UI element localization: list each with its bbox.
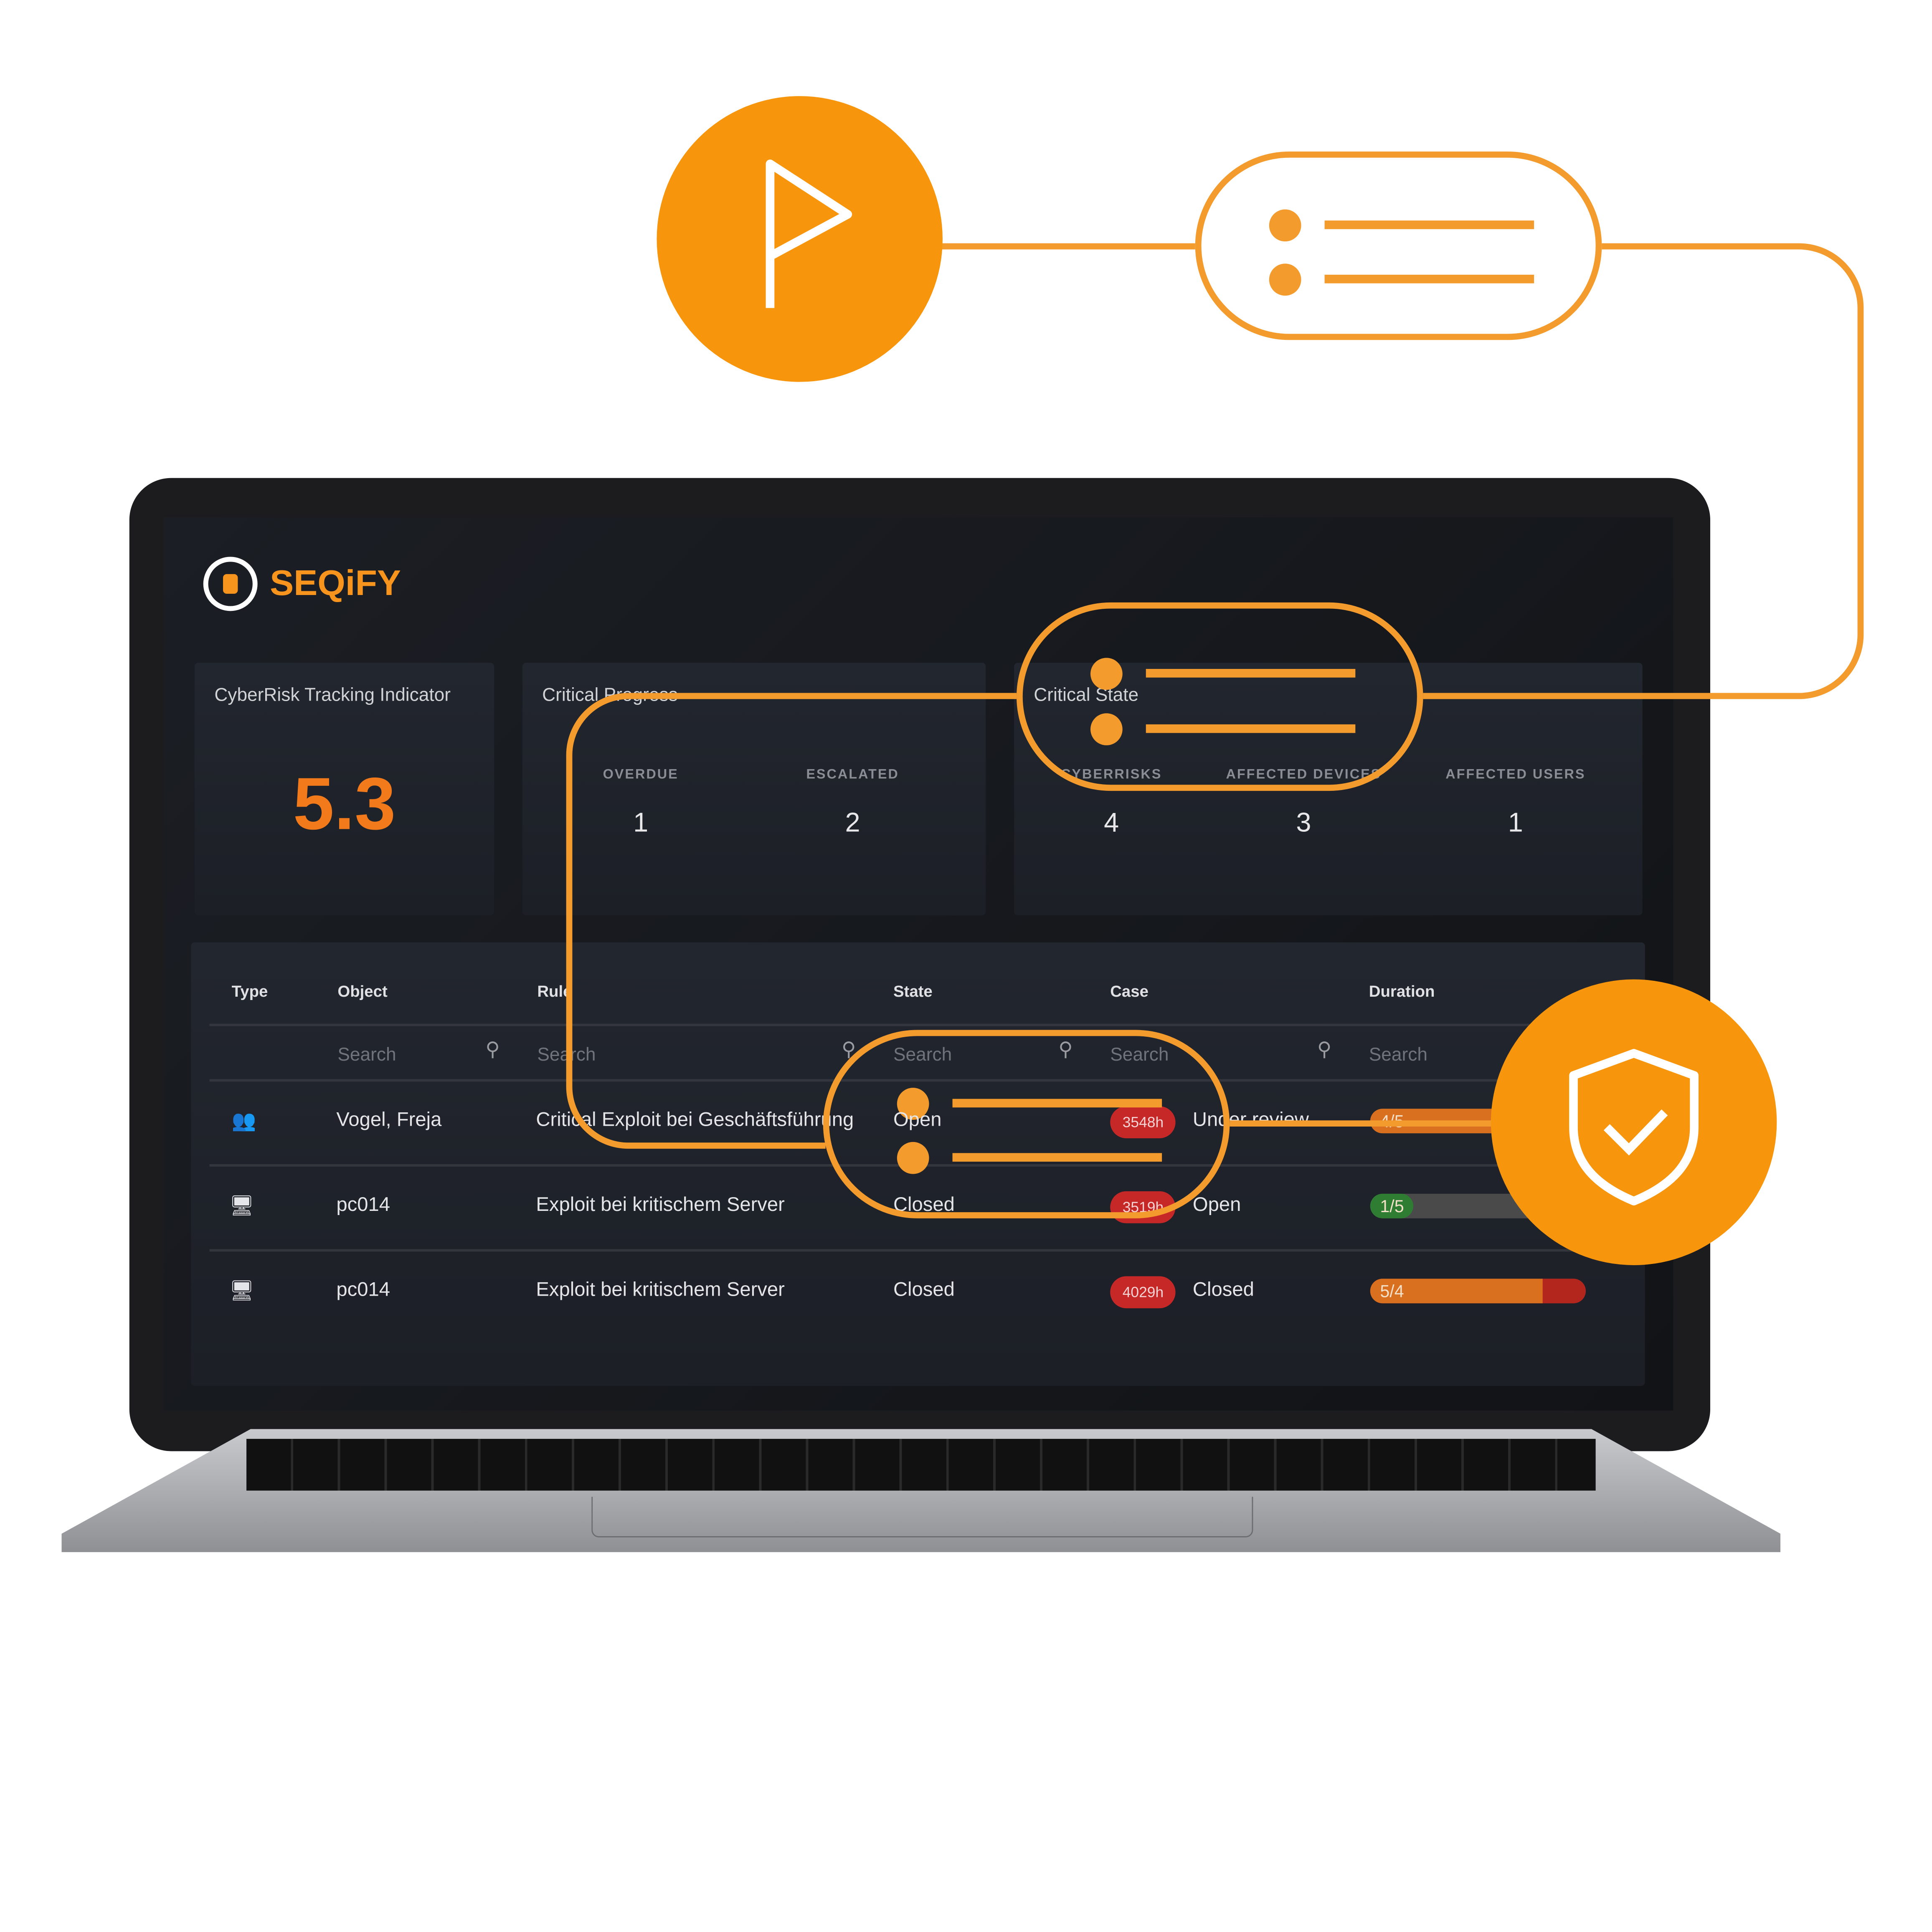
kpi-value: 3: [1296, 807, 1311, 838]
tracking-value: 5.3: [293, 762, 396, 845]
duration-fill: 1/5: [1370, 1193, 1413, 1218]
object-search-input[interactable]: Search: [337, 1044, 396, 1066]
kpi-value: 1: [633, 807, 649, 838]
shield-check-icon: [1569, 1049, 1699, 1205]
header-state[interactable]: State: [893, 982, 933, 1000]
brand-logo: SEQiFY: [203, 557, 401, 611]
trackpad: [591, 1496, 1253, 1537]
brand-name: SEQiFY: [270, 563, 401, 603]
list-dot: [1090, 713, 1123, 745]
header-duration[interactable]: Duration: [1369, 982, 1435, 1000]
kpi-value: 1: [1508, 807, 1523, 838]
list-bubble: [823, 1030, 1230, 1218]
devices-icon: 🖥: [229, 1196, 254, 1217]
case-status: Closed: [1192, 1280, 1254, 1301]
flag-icon: [766, 160, 852, 308]
list-line: [952, 1099, 1162, 1108]
list-line: [1324, 274, 1534, 284]
kpi-label: OVERDUE: [603, 767, 679, 782]
list-dot: [1090, 658, 1123, 690]
kpi-value: 2: [845, 807, 860, 838]
object-cell: pc014: [336, 1195, 390, 1216]
duration-fill: 5/4: [1370, 1279, 1543, 1304]
rule-cell: Exploit bei kritischem Server: [536, 1280, 785, 1301]
kpi-affected-users: AFFECTED USERS 1: [1423, 767, 1608, 839]
list-bubble: [1016, 602, 1423, 791]
list-line: [952, 1153, 1162, 1162]
kpi-overdue: OVERDUE 1: [548, 767, 733, 839]
case-hours-badge: 4029h: [1110, 1276, 1176, 1309]
object-cell: pc014: [336, 1280, 390, 1301]
header-rule[interactable]: Rule: [537, 982, 572, 1000]
rule-cell: Exploit bei kritischem Server: [536, 1195, 785, 1216]
kpi-value: 4: [1104, 807, 1119, 838]
search-icon[interactable]: ⚲: [1058, 1040, 1073, 1061]
list-dot: [897, 1088, 929, 1120]
list-bubble: [1195, 151, 1602, 340]
shield-badge: [1491, 979, 1777, 1265]
list-dot: [1269, 263, 1301, 296]
duration-search-input[interactable]: Search: [1369, 1044, 1428, 1066]
kpi-label: AFFECTED USERS: [1445, 767, 1586, 782]
list-line: [1146, 669, 1356, 678]
flag-badge: [657, 96, 943, 382]
divider: [209, 1023, 1627, 1026]
object-cell: Vogel, Freja: [336, 1110, 442, 1131]
logo-icon: [203, 557, 258, 611]
keyboard: [246, 1438, 1596, 1491]
list-line: [1324, 220, 1534, 229]
list-dot: [1269, 209, 1301, 242]
search-icon[interactable]: ⚲: [485, 1040, 500, 1061]
header-object[interactable]: Object: [337, 982, 388, 1000]
card-tracking: CyberRisk Tracking Indicator 5.3: [195, 663, 494, 916]
devices-icon: 🖥: [229, 1281, 254, 1302]
header-type[interactable]: Type: [231, 982, 268, 1000]
state-cell: Closed: [893, 1280, 955, 1301]
divider: [209, 1249, 1627, 1252]
case-status: Open: [1192, 1195, 1241, 1216]
kpi-escalated: ESCALATED 2: [760, 767, 945, 839]
kpi-label: ESCALATED: [806, 767, 899, 782]
search-icon[interactable]: ⚲: [1317, 1040, 1332, 1061]
duration-bar: 5/4: [1370, 1279, 1586, 1304]
list-dot: [897, 1142, 929, 1174]
state-cell: Open: [893, 1110, 942, 1131]
header-case[interactable]: Case: [1110, 982, 1149, 1000]
list-line: [1146, 724, 1356, 733]
card-title: CyberRisk Tracking Indicator: [214, 685, 451, 706]
users-icon: 👥: [231, 1111, 256, 1132]
